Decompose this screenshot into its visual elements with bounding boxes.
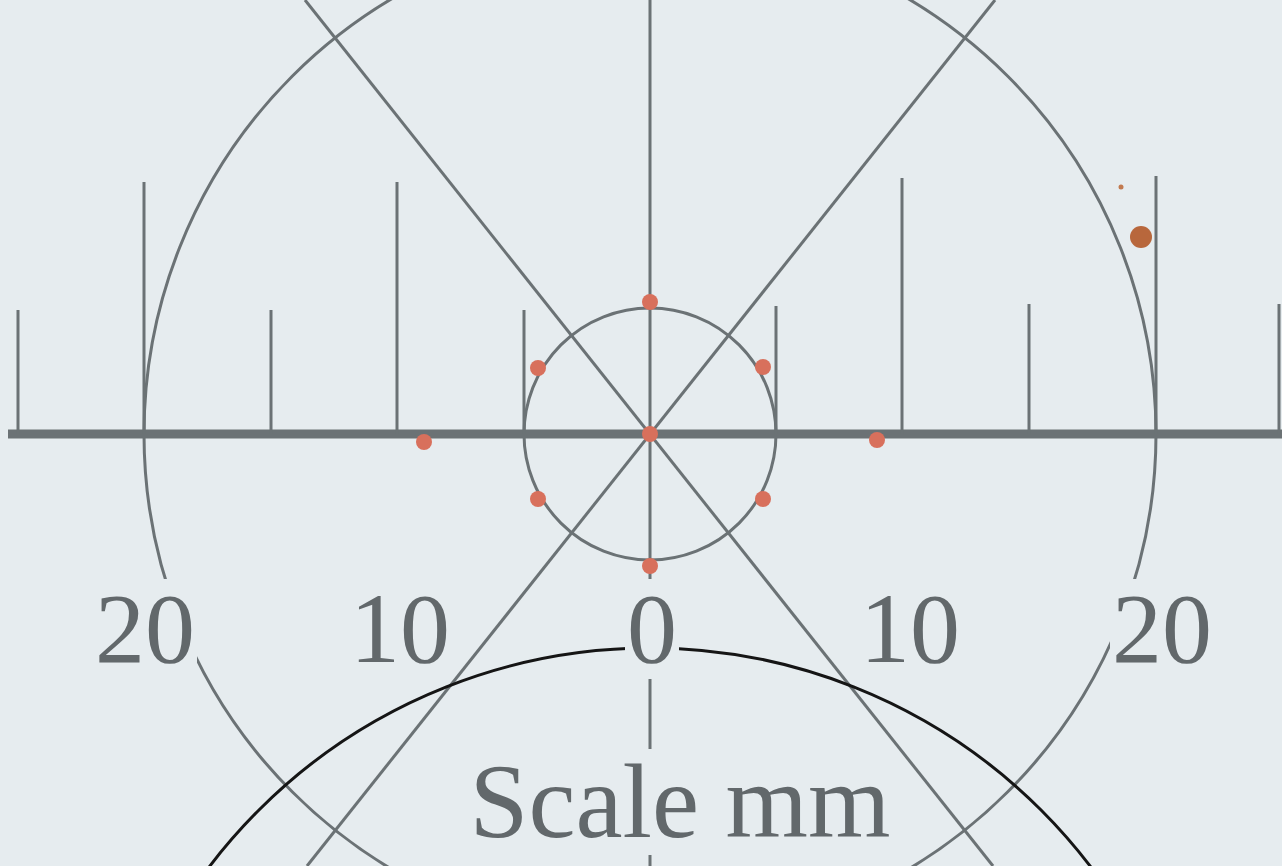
black-arc (97, 648, 1203, 866)
scale-number: 20 (93, 579, 197, 679)
short-ticks (18, 304, 1279, 434)
scale-caption: Scale mm (468, 749, 893, 855)
scale-number: 20 (1110, 579, 1214, 679)
target-lines (8, 0, 1282, 866)
scale-number: 0 (625, 579, 679, 679)
stain-spot (1119, 185, 1124, 190)
scale-number: 10 (348, 579, 452, 679)
stain-spot (1130, 226, 1152, 248)
scale-number: 10 (858, 579, 962, 679)
red-markers (416, 294, 885, 574)
long-ticks (144, 176, 1156, 434)
